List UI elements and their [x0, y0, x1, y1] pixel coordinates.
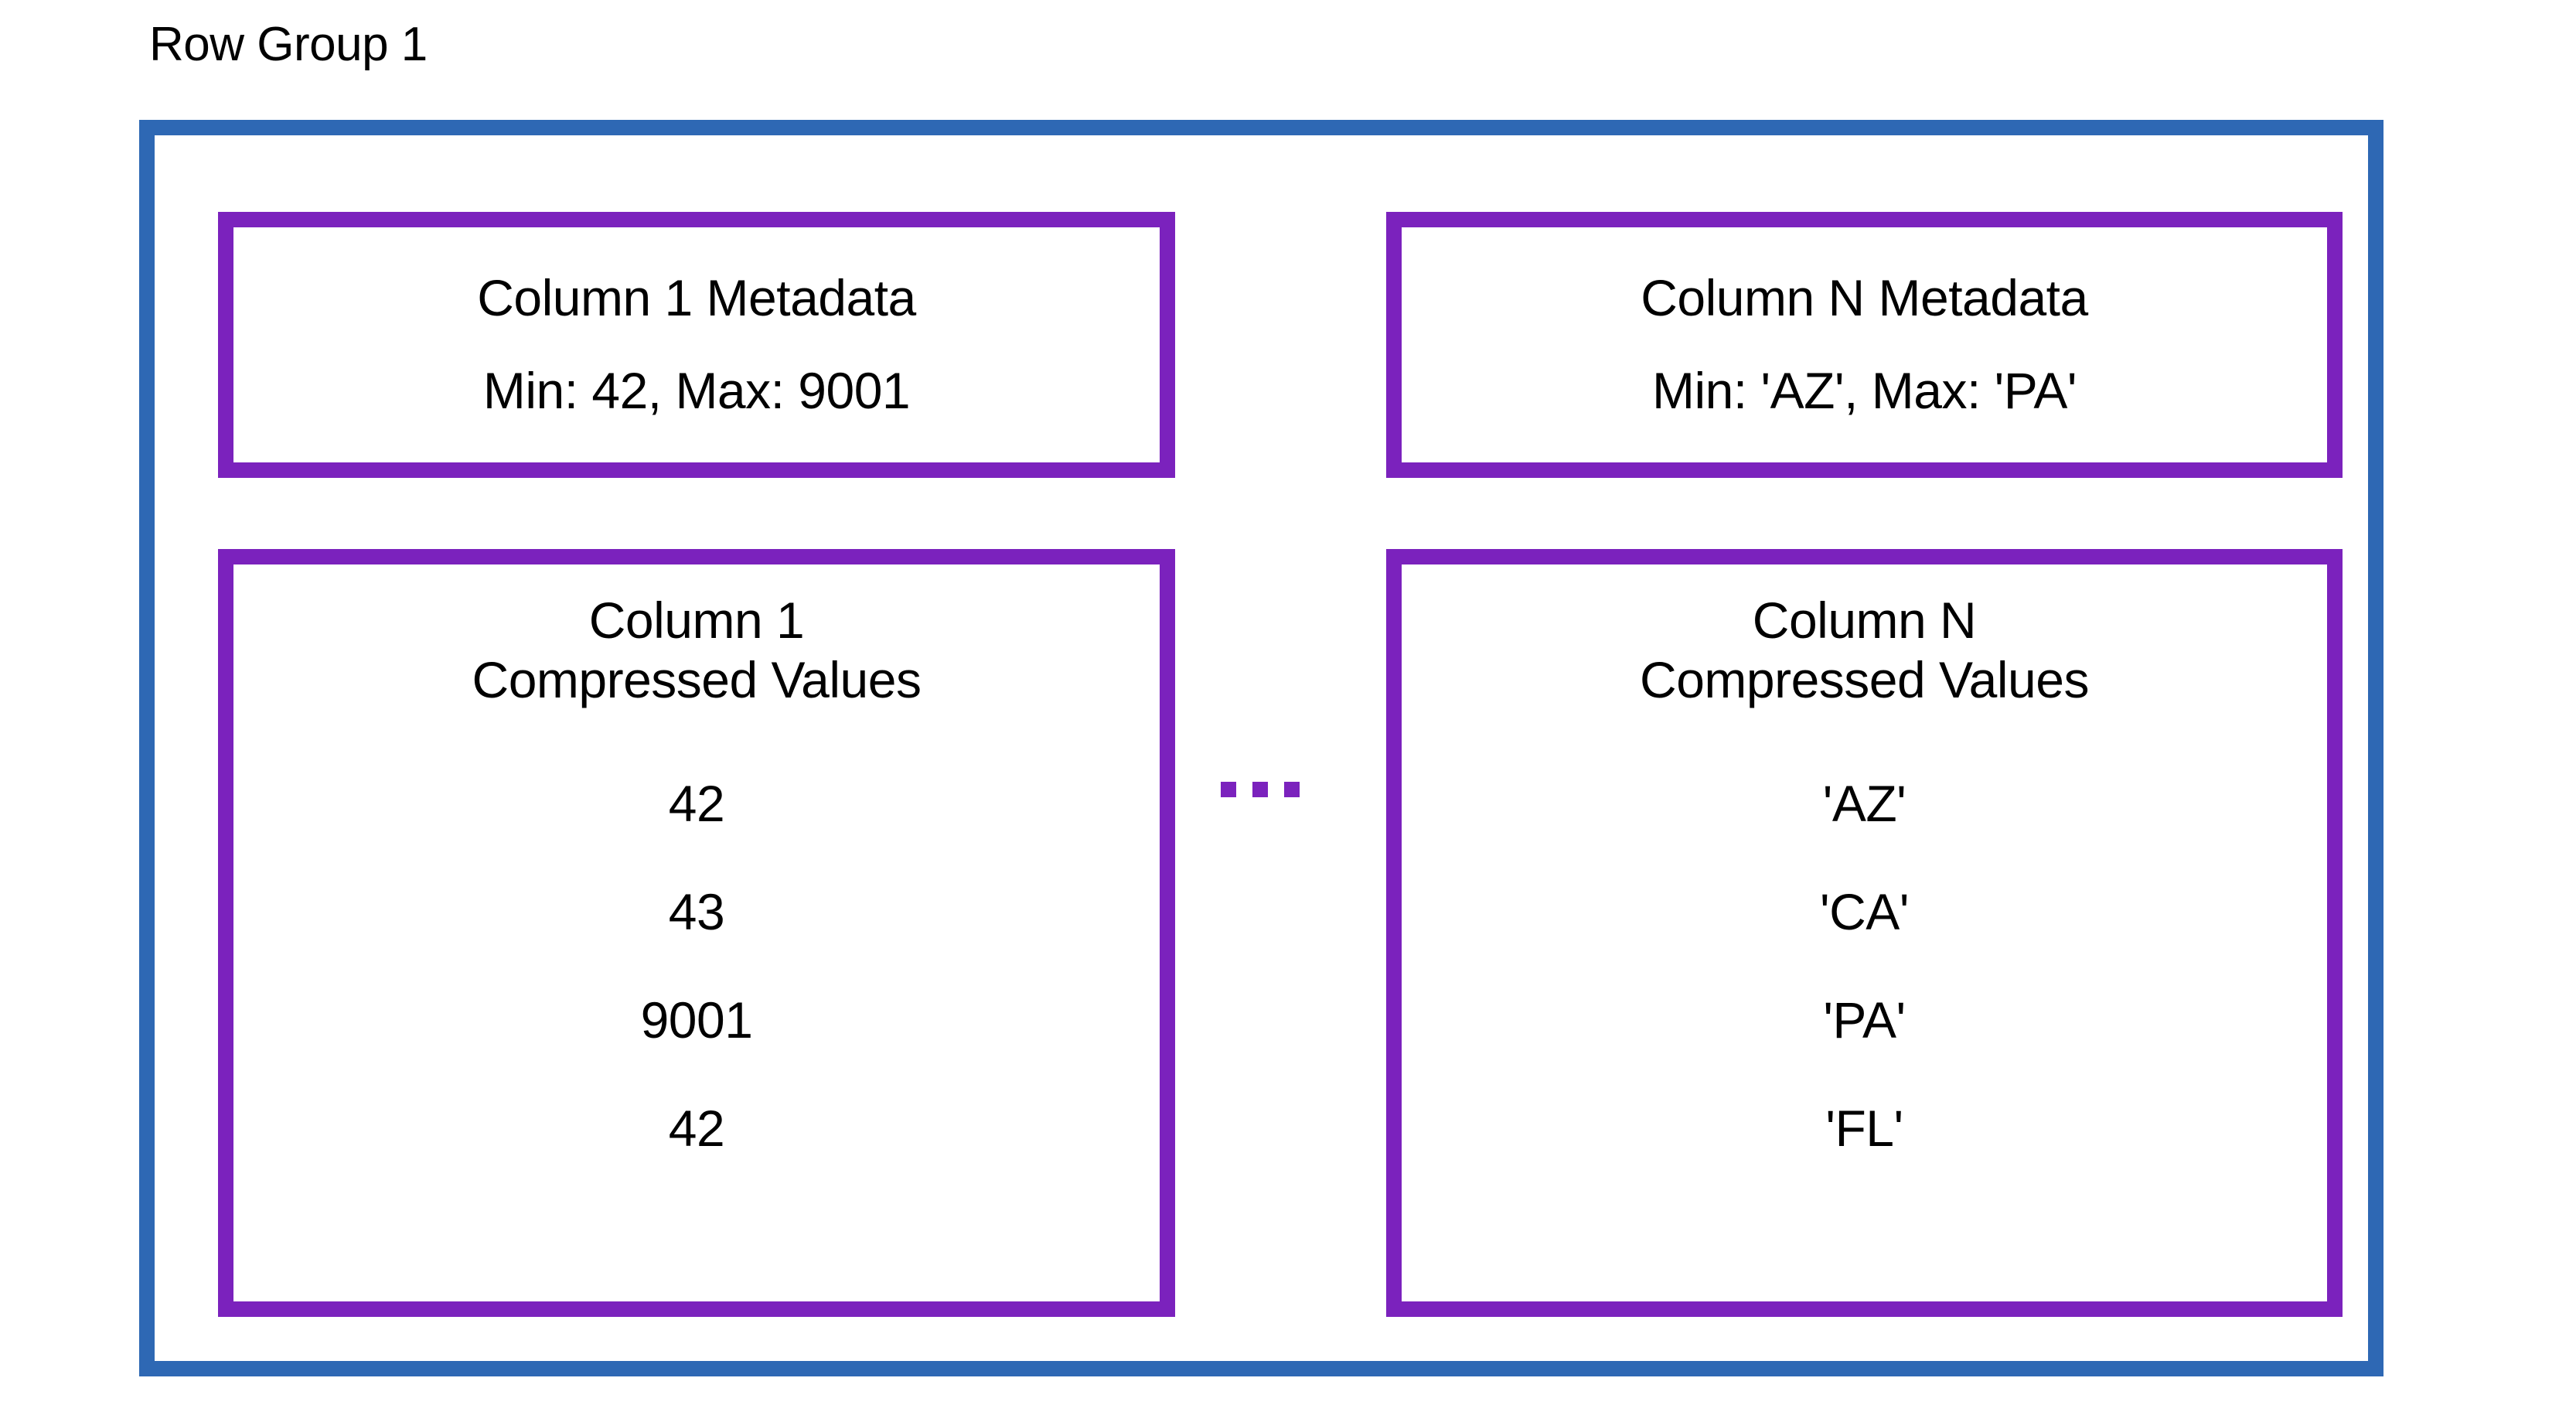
column-1-values-heading: Column 1 Compressed Values — [472, 591, 922, 709]
value-cell: 'CA' — [1820, 883, 1909, 941]
column-1-values-list: 42 43 9001 42 — [641, 749, 753, 1182]
value-cell: 43 — [668, 883, 725, 941]
column-n-values-heading-line2: Compressed Values — [1640, 650, 2089, 708]
column-1-metadata-title: Column 1 Metadata — [477, 269, 916, 327]
value-cell: 'FL' — [1825, 1100, 1903, 1158]
column-1-metadata-stats: Min: 42, Max: 9001 — [482, 362, 911, 419]
column-n-values-list: 'AZ' 'CA' 'PA' 'FL' — [1820, 749, 1909, 1182]
column-1-metadata-box: Column 1 Metadata Min: 42, Max: 9001 — [218, 212, 1175, 478]
column-n-metadata-title: Column N Metadata — [1641, 269, 2088, 327]
column-n-values-heading: Column N Compressed Values — [1640, 591, 2089, 709]
column-1-values-box: Column 1 Compressed Values 42 43 9001 42 — [218, 549, 1175, 1317]
value-cell: 'PA' — [1823, 991, 1906, 1049]
column-n-values-heading-line1: Column N — [1752, 592, 1977, 649]
value-cell: 'AZ' — [1822, 775, 1906, 833]
column-n-metadata-box: Column N Metadata Min: 'AZ', Max: 'PA' — [1386, 212, 2343, 478]
row-group-title: Row Group 1 — [149, 18, 428, 71]
ellipsis-dot-1 — [1221, 782, 1236, 797]
row-group-frame: Column 1 Metadata Min: 42, Max: 9001 Col… — [139, 120, 2383, 1376]
column-1-values-heading-line2: Compressed Values — [472, 650, 922, 708]
ellipsis-dot-2 — [1252, 782, 1268, 797]
column-n-metadata-stats: Min: 'AZ', Max: 'PA' — [1652, 362, 2077, 419]
ellipsis-dot-3 — [1284, 782, 1300, 797]
column-n-values-box: Column N Compressed Values 'AZ' 'CA' 'PA… — [1386, 549, 2343, 1317]
value-cell: 9001 — [640, 991, 753, 1049]
value-cell: 42 — [668, 1100, 725, 1158]
value-cell: 42 — [668, 775, 725, 833]
ellipsis-icon — [1221, 782, 1300, 797]
column-1-values-heading-line1: Column 1 — [588, 592, 805, 649]
